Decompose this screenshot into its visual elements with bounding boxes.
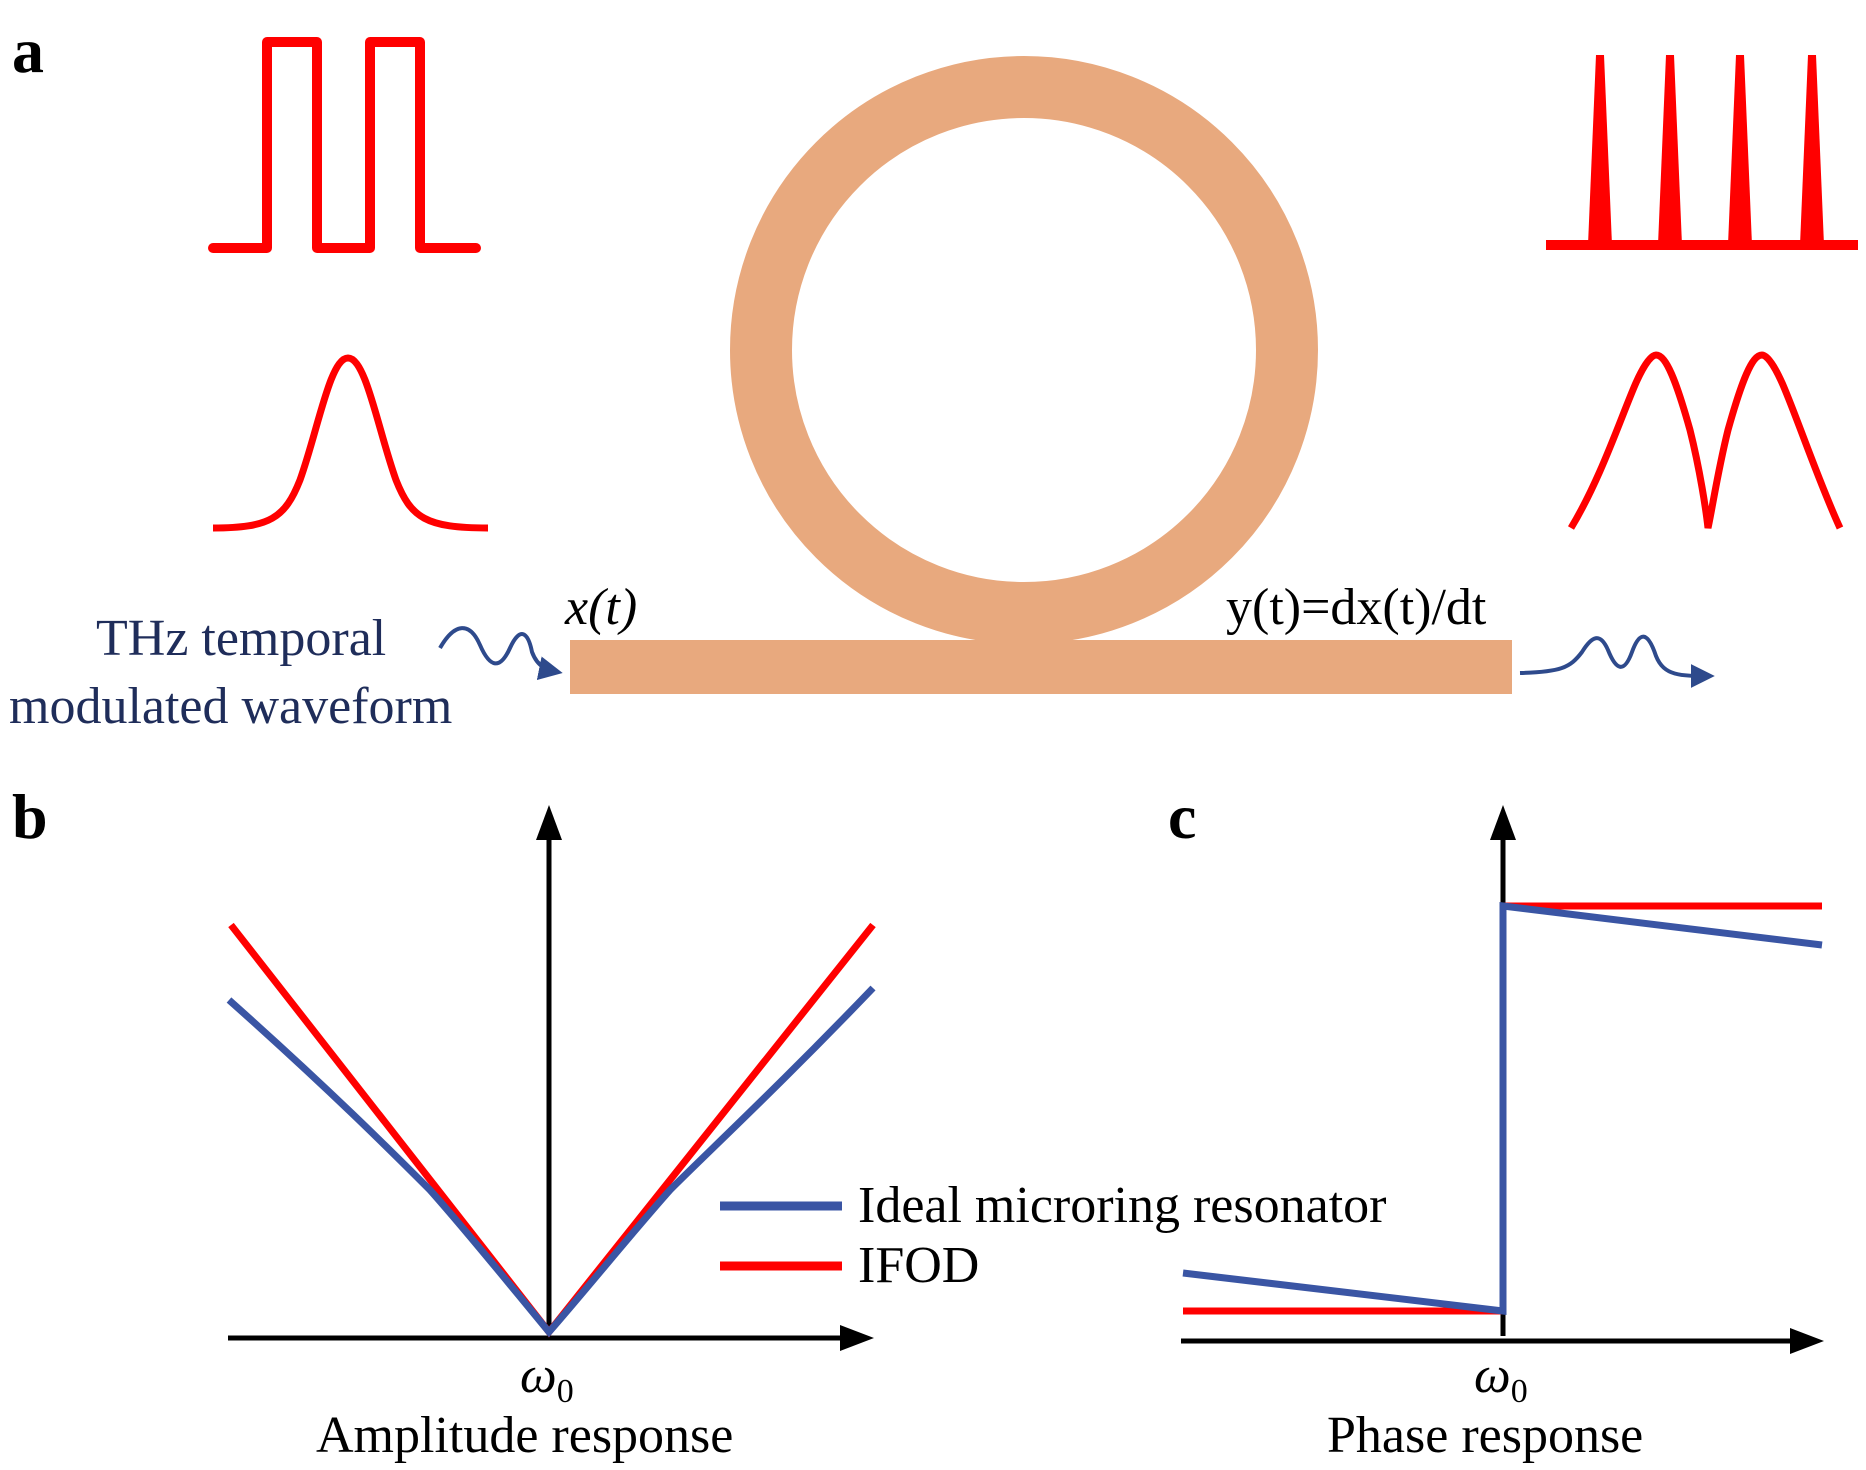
- input-square-wave: [208, 37, 481, 253]
- panel-b: b ω0 Amplitude response: [12, 781, 876, 1464]
- bus-waveguide: [570, 640, 1512, 694]
- panel-b-ideal-curve: [226, 985, 876, 1338]
- panel-b-letter: b: [12, 781, 48, 852]
- panel-b-x-tick: ω0: [520, 1347, 574, 1410]
- panel-b-x-arrowhead: [840, 1325, 874, 1351]
- microring: [730, 56, 1318, 644]
- panel-a: a x(t) y(t)=dx(t)/dt THz temporal modula…: [9, 15, 1858, 735]
- output-derivative-wave: [1568, 351, 1844, 530]
- panel-c-title: Phase response: [1327, 1407, 1643, 1464]
- panel-b-ifod-curve: [228, 922, 876, 1338]
- legend-label-ifod: IFOD: [858, 1237, 979, 1294]
- panel-c-letter: c: [1168, 781, 1196, 852]
- panel-c-y-arrowhead: [1490, 805, 1516, 840]
- output-spike-train: [1546, 55, 1858, 250]
- panel-a-letter: a: [12, 15, 44, 86]
- input-caption-line1: THz temporal: [96, 610, 386, 667]
- input-caption-line2: modulated waveform: [9, 678, 452, 735]
- input-label: x(t): [564, 579, 637, 636]
- legend: Ideal microring resonator IFOD: [720, 1177, 1386, 1294]
- input-wave-arrow: [438, 626, 563, 681]
- panel-c-x-arrowhead: [1790, 1328, 1824, 1354]
- output-wave-arrow: [1519, 634, 1715, 688]
- legend-label-ideal: Ideal microring resonator: [858, 1177, 1386, 1234]
- panel-b-y-arrowhead: [536, 805, 562, 840]
- panel-c-ideal-curve: [1182, 902, 1823, 1315]
- panel-c-x-tick: ω0: [1474, 1347, 1528, 1410]
- output-label: y(t)=dx(t)/dt: [1226, 579, 1487, 636]
- input-gaussian-wave: [212, 354, 489, 532]
- panel-c: c ω0 Phase response: [1168, 781, 1824, 1464]
- panel-b-title: Amplitude response: [316, 1407, 733, 1464]
